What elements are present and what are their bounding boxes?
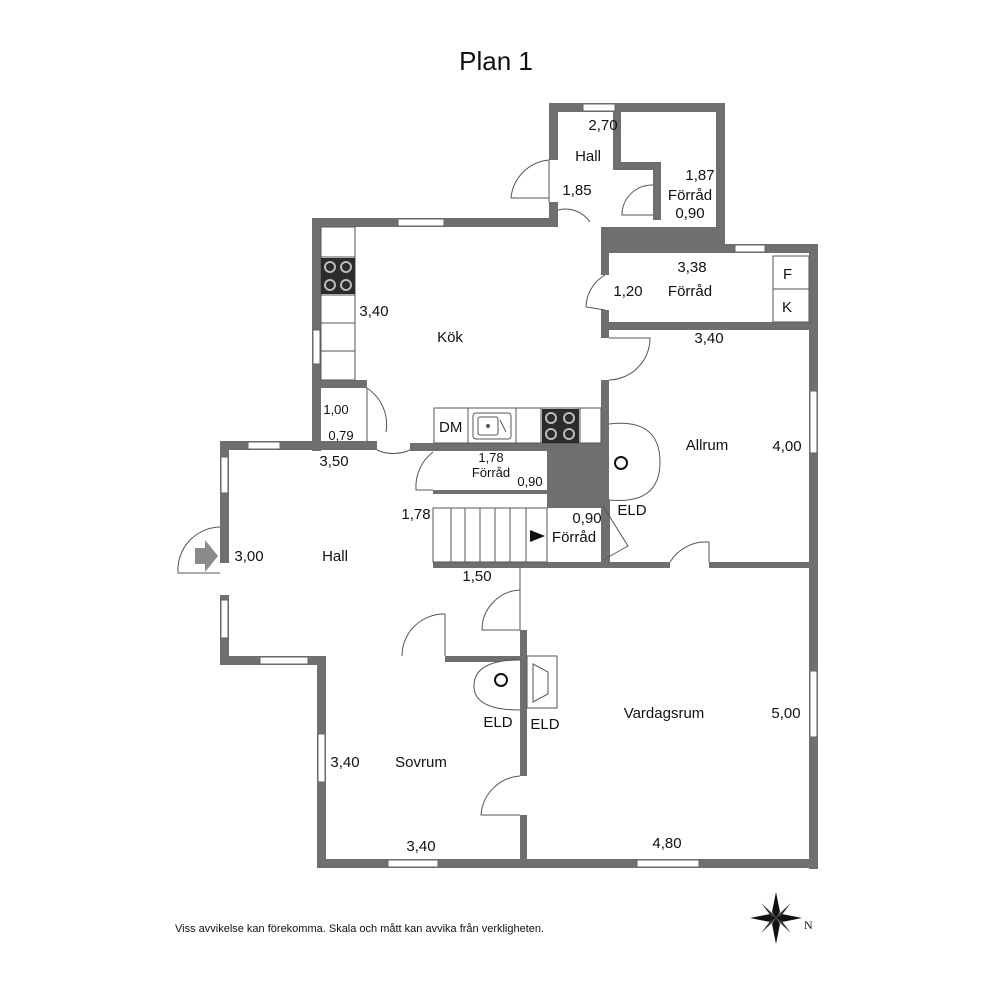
dim-forrad-mid-h: 0,90 — [517, 474, 542, 489]
dim-forrad-right-h: 1,20 — [613, 283, 642, 300]
room-label-forrad-top: Förråd — [668, 187, 712, 204]
dim-forrad-top-w: 0,90 — [675, 205, 704, 222]
fireplace-sovrum-icon — [473, 659, 521, 711]
dim-closet-w: 0,79 — [328, 428, 353, 443]
dim-vardagsrum-w: 4,80 — [652, 835, 681, 852]
dim-closet-h: 1,00 — [323, 402, 348, 417]
stove-icon — [321, 258, 355, 294]
sink-icon — [472, 412, 512, 440]
dim-sovrum-h: 3,40 — [330, 754, 359, 771]
room-label-vardagsrum: Vardagsrum — [624, 705, 705, 722]
dim-stair-forrad-w: 0,90 — [572, 510, 601, 527]
windows — [220, 103, 818, 868]
dim-vardagsrum-h: 5,00 — [771, 705, 800, 722]
fridge-label: K — [782, 299, 792, 316]
dim-kok-h: 3,40 — [359, 303, 388, 320]
room-label-kok: Kök — [437, 329, 463, 346]
dim-sovrum-w: 3,40 — [406, 838, 435, 855]
dim-allrum-w: 3,40 — [694, 330, 723, 347]
room-label-forrad-stair: Förråd — [552, 529, 596, 546]
fireplace-label-allrum: ELD — [617, 502, 646, 519]
room-label-allrum: Allrum — [686, 437, 729, 454]
entrance-arrow-icon — [195, 540, 218, 572]
fireplace-label-sovrum: ELD — [483, 714, 512, 731]
room-label-hall-main: Hall — [322, 548, 348, 565]
fridge-freezer — [772, 255, 810, 323]
doors — [177, 159, 710, 816]
room-label-forrad-mid: Förråd — [472, 465, 510, 480]
dim-allrum-h: 4,00 — [772, 438, 801, 455]
dim-hall-main-w: 3,50 — [319, 453, 348, 470]
dim-hall-main-h: 3,00 — [234, 548, 263, 565]
compass-icon — [750, 892, 802, 944]
fireplace-vardagsrum-icon — [526, 655, 558, 709]
freezer-label: F — [783, 266, 792, 283]
plan-title: Plan 1 — [459, 46, 533, 76]
stair-arrow-icon — [530, 530, 545, 542]
fireplace-label-vardagsrum: ELD — [530, 716, 559, 733]
room-label-hall-top: Hall — [575, 148, 601, 165]
room-label-forrad-right: Förråd — [668, 283, 712, 300]
compass-north-label: N — [804, 918, 813, 932]
stove-icon-2 — [542, 409, 579, 443]
staircase — [432, 507, 548, 563]
dim-forrad-right-w: 3,38 — [677, 259, 706, 276]
dishwasher-label: DM — [439, 419, 462, 436]
dim-hall-top-h: 1,85 — [562, 182, 591, 199]
dim-stair-w: 1,78 — [401, 506, 430, 523]
walls — [220, 103, 818, 869]
disclaimer-text: Viss avvikelse kan förekomma. Skala och … — [175, 923, 544, 935]
room-label-sovrum: Sovrum — [395, 754, 447, 771]
kitchen-counter-left — [320, 226, 356, 381]
dim-forrad-mid-w: 1,78 — [478, 450, 503, 465]
dim-hall-top-w: 2,70 — [588, 117, 617, 134]
fireplace-allrum-icon — [608, 422, 661, 502]
dim-forrad-top-h: 1,87 — [685, 167, 714, 184]
dim-stair-h: 1,50 — [462, 568, 491, 585]
